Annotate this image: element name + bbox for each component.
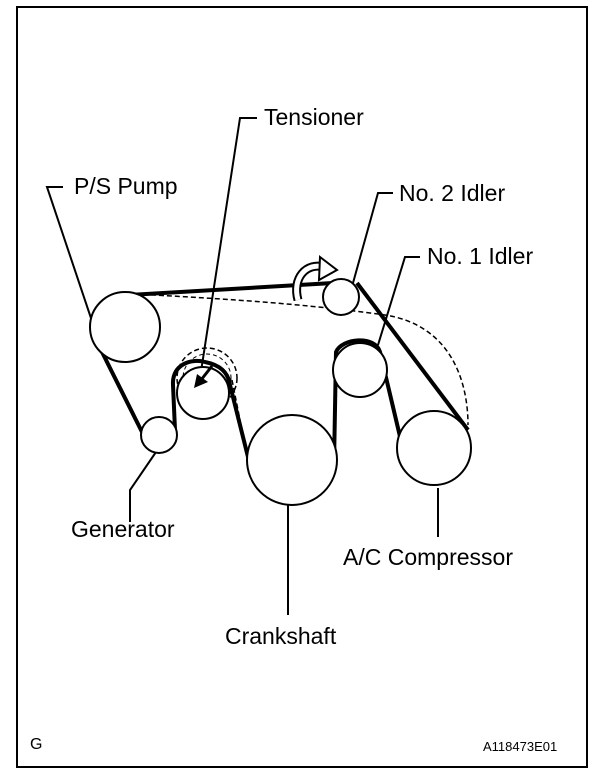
leader-no1-idler bbox=[377, 256, 420, 346]
corner-code: G bbox=[30, 736, 43, 753]
tensioner-arrow bbox=[194, 365, 214, 388]
label-tensioner: Tensioner bbox=[264, 104, 364, 130]
label-generator: Generator bbox=[71, 516, 175, 542]
no2-idler-pulley bbox=[322, 278, 360, 316]
dashed-belt-route bbox=[134, 293, 469, 426]
generator-pulley bbox=[140, 416, 178, 454]
label-no2-idler: No. 2 Idler bbox=[399, 180, 506, 206]
figure-id: A118473E01 bbox=[483, 739, 558, 754]
leader-ps-pump bbox=[45, 186, 101, 346]
tensioner-dashed-outline bbox=[176, 347, 238, 409]
belt-ps-to-generator bbox=[95, 341, 144, 433]
leader-generator bbox=[129, 451, 157, 522]
belt-generator-to-tensioner bbox=[170, 359, 252, 466]
figure-frame bbox=[16, 6, 588, 768]
belt-idler2-to-ac bbox=[355, 281, 470, 432]
no1-idler-pulley bbox=[332, 342, 388, 398]
belt-ps-to-idler2 bbox=[128, 281, 334, 297]
rotation-arrow bbox=[292, 255, 339, 302]
leader-tensioner bbox=[199, 117, 257, 379]
ps-pump-pulley bbox=[89, 291, 161, 363]
ac-compressor-pulley bbox=[396, 410, 472, 486]
leader-no2-idler bbox=[352, 192, 393, 284]
tensioner-pulley bbox=[176, 366, 230, 420]
label-ac-compressor: A/C Compressor bbox=[343, 544, 513, 570]
label-crankshaft: Crankshaft bbox=[225, 623, 337, 649]
pulleys bbox=[89, 278, 472, 506]
label-ps-pump: P/S Pump bbox=[74, 173, 178, 199]
label-no1-idler: No. 1 Idler bbox=[427, 243, 534, 269]
crankshaft-pulley bbox=[246, 414, 338, 506]
